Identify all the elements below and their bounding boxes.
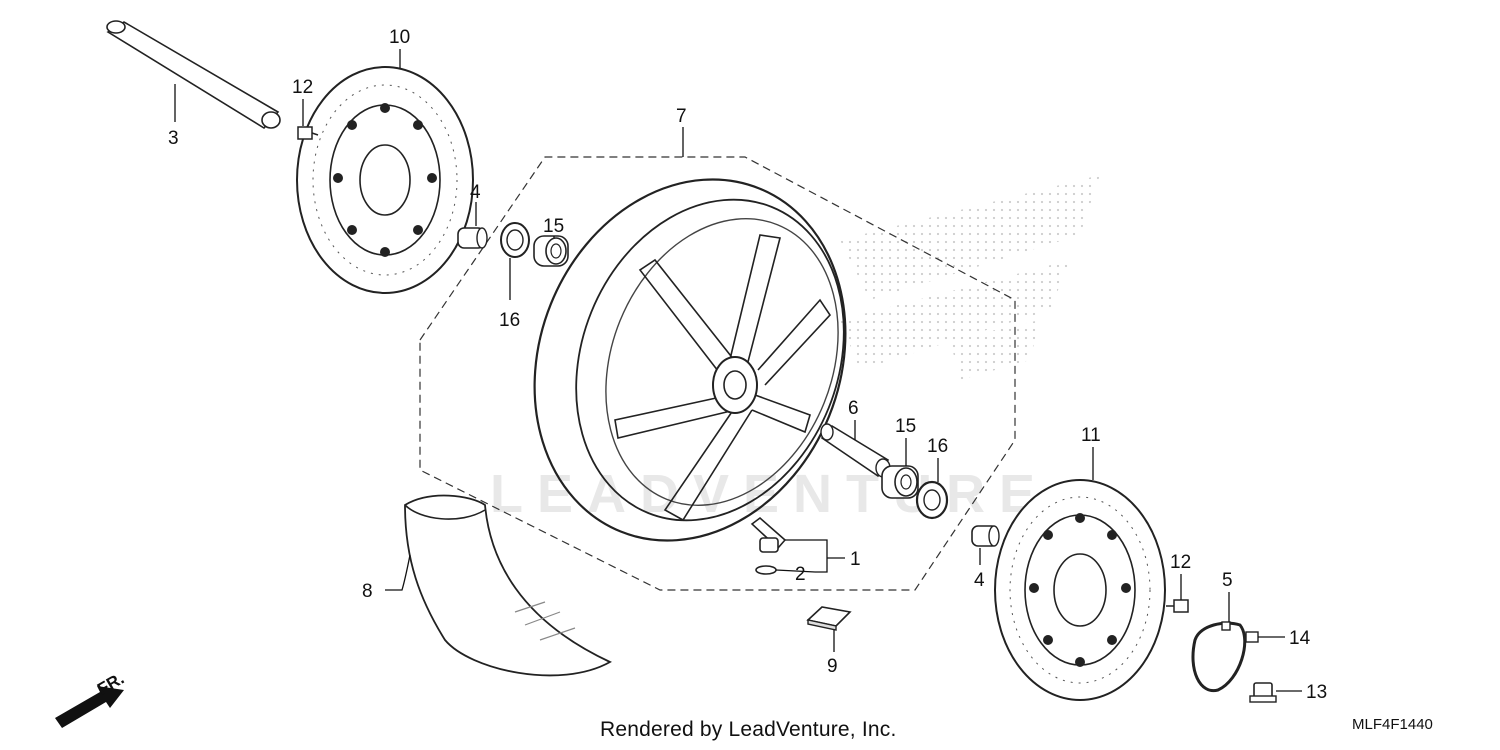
callout-12-lower: 12 (1170, 552, 1191, 573)
callout-16-left: 16 (499, 310, 520, 331)
side-collar-left (457, 227, 488, 249)
front-direction-arrow-icon (55, 686, 124, 728)
side-collar-right (971, 525, 1000, 547)
callout-3: 3 (168, 128, 179, 149)
front-axle (106, 20, 281, 130)
callout-4-right: 4 (974, 570, 985, 591)
footer-credit: Rendered by LeadVenture, Inc. (600, 718, 897, 741)
disc-bolt-upper (297, 126, 319, 140)
callout-2: 2 (795, 564, 806, 585)
dust-seal-left (500, 222, 530, 258)
brake-disc-right (994, 479, 1166, 701)
callout-labels: 1 2 3 4 4 5 6 7 8 9 10 11 12 12 13 14 15… (168, 27, 1327, 703)
wheel-assembly-frame (419, 156, 1016, 591)
flange-bolt (1249, 682, 1277, 703)
callout-14: 14 (1289, 628, 1311, 649)
callout-15-left: 15 (543, 216, 564, 237)
bearing-left (533, 235, 569, 267)
bearing-right (881, 465, 919, 499)
dust-seal-right (915, 480, 949, 520)
cast-wheel (533, 178, 847, 542)
callout-6: 6 (848, 398, 859, 419)
callout-5: 5 (1222, 570, 1233, 591)
callout-9: 9 (827, 656, 838, 677)
pulser-ring (1191, 621, 1247, 693)
callout-7: 7 (676, 106, 687, 127)
callout-16-right: 16 (927, 436, 948, 457)
leader-lines (174, 49, 1302, 692)
callout-15-right: 15 (895, 416, 916, 437)
watermark-text: LEADVENTURE (490, 464, 1049, 524)
brake-disc-left (296, 66, 474, 294)
callout-8: 8 (362, 581, 373, 602)
ring-bolt (1245, 631, 1259, 643)
callout-12-upper: 12 (292, 77, 313, 98)
front-tire (404, 494, 612, 677)
callout-4-left: 4 (470, 182, 481, 203)
callout-11: 11 (1081, 425, 1101, 446)
disc-bolt-lower (1166, 599, 1189, 613)
callout-1: 1 (850, 549, 861, 570)
balance-weight (806, 606, 852, 631)
wing-logo-watermark (840, 175, 1100, 380)
diagram-code: MLF4F1440 (1352, 716, 1433, 733)
callout-10: 10 (389, 27, 410, 48)
callout-13: 13 (1306, 682, 1327, 703)
valve-o-ring (755, 565, 777, 575)
